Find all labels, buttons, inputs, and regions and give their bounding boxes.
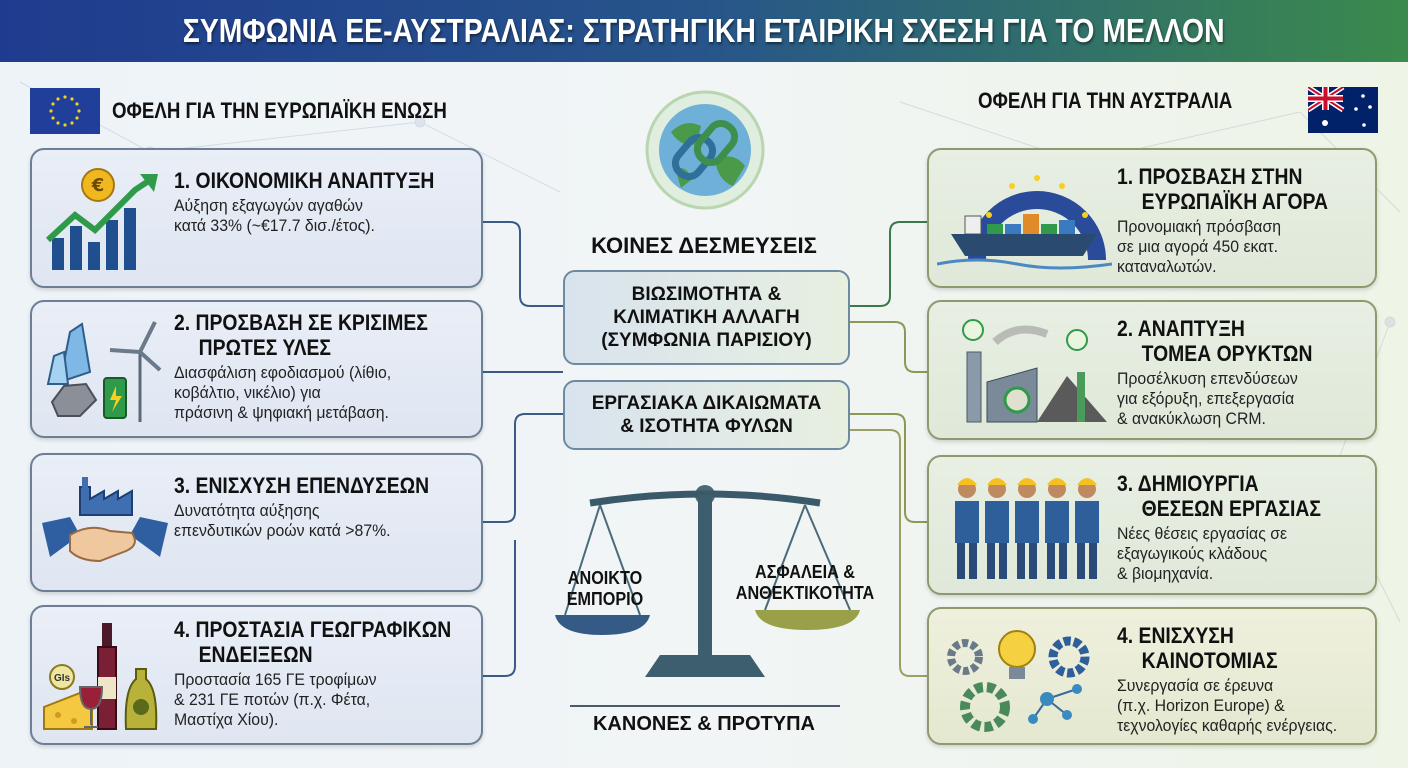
handshake-factory-icon [42,477,168,563]
card-text-line: για εξόρυξη, επεξεργασία [1117,389,1295,408]
rules-standards-label: ΚΑΝΟΝΕΣ & ΠΡΟΤΥΠΑ [592,713,815,735]
card-text-line: σε μια αγορά 450 εκατ. [1117,237,1279,256]
mining-plant-icon [962,319,1107,423]
security-resilience-label: ΑΣΦΑΛΕΙΑ &ΑΝΘΕΚΤΙΚΟΤΗΤΑ [735,562,875,603]
card-text-line: πράσινη & ψηφιακή μετάβαση. [174,403,389,422]
au-heading: ΟΦΕΛΗ ΓΙΑ ΤΗΝ ΑΥΣΤΡΑΛΙΑ [978,88,1298,114]
card-text-line: Συνεργασία σε έρευνα [1117,676,1274,695]
australia-flag-icon [1308,87,1378,133]
cargo-ship-eu-icon [937,175,1112,270]
card-text-line: & βιομηχανία. [1117,564,1214,583]
gears-lightbulb-icon [947,630,1090,732]
balance-scale-icon [555,485,860,677]
card-text-line: Μαστίχα Χίου). [174,710,279,729]
card-text-line: Νέες θέσεις εργασίας σε [1117,524,1288,543]
card-text-line: επενδυτικών ροών κατά >87%. [174,521,391,540]
header-banner: ΣΥΜΦΩΝΙΑ ΕΕ-ΑΥΣΤΡΑΛΙΑΣ: ΣΤΡΑΤΗΓΙΚΗ ΕΤΑΙΡ… [0,0,1408,62]
eu-card-investments: 3. ΕΝΙΣΧΥΣΗ ΕΠΕΝΔΥΣΕΩΝ Δυνατότητα αύξηση… [30,453,483,592]
wine-cheese-oil-icon: GIs [43,623,158,730]
card-title: 3. ΕΝΙΣΧΥΣΗ ΕΠΕΝΔΥΣΕΩΝ [174,473,430,498]
footer-divider [570,705,840,707]
card-text-line: Προσέλκυση επενδύσεων [1117,369,1298,388]
workers-icon [955,478,1099,579]
crystals-wind-battery-icon [46,321,162,422]
card-text-line: καταναλωτών. [1117,257,1217,276]
card-text-line: & 231 ΓΕ ποτών (π.χ. Φέτα, [174,690,371,709]
gis-badge: GIs [54,673,71,684]
card-text-line: Δυνατότητα αύξησης [174,501,320,520]
card-text-line: κατά 33% (~€17.7 δισ./έτος). [174,216,375,235]
card-text-line: κοβάλτιο, νικέλιο) για [174,383,321,402]
commitment-sustainability: ΒΙΩΣΙΜΟΤΗΤΑ &ΚΛΙΜΑΤΙΚΗ ΑΛΛΑΓΗ(ΣΥΜΦΩΝΙΑ Π… [563,270,850,365]
eu-heading-text: ΟΦΕΛΗ ΓΙΑ ΤΗΝ ΕΥΡΩΠΑΪΚΗ ΕΝΩΣΗ [112,98,447,123]
card-text-line: Προστασία 165 ΓΕ τροφίμων [174,670,377,689]
eu-flag-icon [30,88,100,134]
card-text-line: & ανακύκλωση CRM. [1117,409,1266,428]
common-commitments-heading: ΚΟΙΝΕΣ ΔΕΣΜΕΥΣΕΙΣ [591,233,817,258]
svg-text:€: € [91,175,105,196]
card-text-line: Προνομιακή πρόσβαση [1117,217,1281,236]
growth-chart-euro-icon: € [45,168,158,270]
au-heading-text: ΟΦΕΛΗ ΓΙΑ ΤΗΝ ΑΥΣΤΡΑΛΙΑ [978,88,1233,113]
eu-heading: ΟΦΕΛΗ ΓΙΑ ΤΗΝ ΕΥΡΩΠΑΪΚΗ ΕΝΩΣΗ [30,88,506,134]
page-title: ΣΥΜΦΩΝΙΑ ΕΕ-ΑΥΣΤΡΑΛΙΑΣ: ΣΤΡΑΤΗΓΙΚΗ ΕΤΑΙΡ… [183,12,1225,49]
globe-chain-icon [645,90,765,210]
card-text-line: τεχνολογίες καθαρής ενέργειας. [1117,716,1338,735]
card-text-line: Αύξηση εξαγωγών αγαθών [174,196,363,215]
commitment-labour-rights: ΕΡΓΑΣΙΑΚΑ ΔΙΚΑΙΩΜΑΤΑ& ΙΣΟΤΗΤΑ ΦΥΛΩΝ [563,380,850,450]
card-text-line: Διασφάλιση εφοδιασμού (λίθιο, [174,363,392,382]
card-text-line: εξαγωγικούς κλάδους [1117,544,1268,563]
card-title: 1. ΟΙΚΟΝΟΜΙΚΗ ΑΝΑΠΤΥΞΗ [174,168,435,193]
card-text-line: (π.χ. Horizon Europe) & [1117,696,1285,715]
eu-card-economic-growth: € 1. ΟΙΚΟΝΟΜΙΚΗ ΑΝΑΠΤΥΞΗ Αύξηση εξαγωγών… [30,148,483,288]
